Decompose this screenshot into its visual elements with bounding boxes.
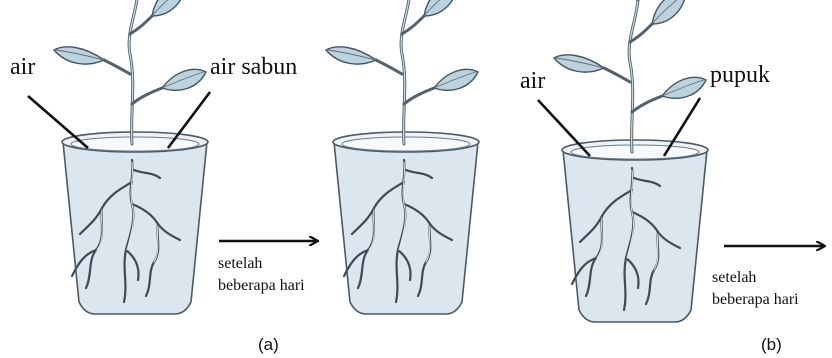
caption-a: (a)	[258, 335, 279, 354]
label-water-a: air	[10, 54, 35, 80]
plant-a-after	[326, 0, 478, 144]
plant-a-before	[54, 0, 206, 144]
caption-b: (b)	[761, 335, 782, 354]
transition-b: setelah beberapa hari	[712, 246, 824, 308]
after-days-a-line1: setelah	[218, 255, 262, 272]
label-water-b: air	[520, 68, 545, 94]
cup-b-before	[562, 140, 708, 322]
cup-a-before	[62, 132, 208, 314]
pointer-water-a	[28, 96, 88, 148]
transition-a: setelah beberapa hari	[218, 241, 317, 294]
after-days-b-line1: setelah	[712, 269, 756, 286]
after-days-a-line2: beberapa hari	[218, 277, 305, 294]
after-days-b-line2: beberapa hari	[712, 291, 799, 308]
plant-b-before	[554, 0, 706, 152]
label-fertilizer-b: pupuk	[710, 62, 770, 88]
cup-a-after	[333, 132, 479, 314]
label-soap-water-a: air sabun	[210, 54, 297, 80]
experiment-a-after	[326, 0, 479, 314]
